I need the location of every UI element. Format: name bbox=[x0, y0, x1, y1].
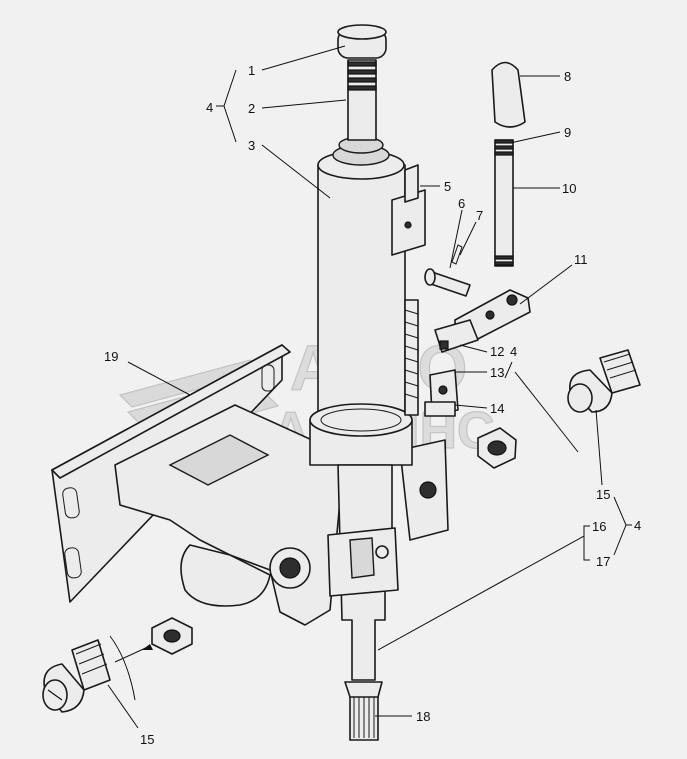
callout-5: 5 bbox=[444, 179, 451, 194]
callout-14: 14 bbox=[490, 401, 504, 416]
bracket-plate bbox=[391, 164, 426, 256]
top-knob-rod bbox=[337, 24, 387, 141]
callout-12: 12 bbox=[490, 344, 504, 359]
lock-parts bbox=[424, 319, 479, 417]
callout-8: 8 bbox=[564, 69, 571, 84]
callout-16: 16 bbox=[592, 519, 606, 534]
callout-11: 11 bbox=[574, 252, 588, 267]
bracket-left bbox=[109, 635, 136, 701]
callout-15-right: 15 bbox=[596, 487, 610, 502]
callout-19: 19 bbox=[104, 349, 118, 364]
callout-9: 9 bbox=[564, 125, 571, 140]
callout-4-bottom: 4 bbox=[634, 518, 641, 533]
callout-15-left: 15 bbox=[140, 732, 154, 747]
callout-1: 1 bbox=[248, 63, 255, 78]
castle-nut-right bbox=[477, 427, 517, 469]
callout-labels: 1 2 3 4 5 6 7 8 9 10 11 12 4 13 14 15 16… bbox=[104, 63, 641, 747]
callout-4-middle: 4 bbox=[510, 344, 517, 359]
callout-10: 10 bbox=[562, 181, 576, 196]
leader-lines bbox=[107, 45, 632, 729]
arrow-shaft bbox=[114, 645, 151, 663]
bolt-right bbox=[567, 349, 641, 413]
clevis-pin bbox=[424, 244, 471, 297]
callout-18: 18 bbox=[416, 709, 430, 724]
callout-7: 7 bbox=[476, 208, 483, 223]
bolt-left bbox=[42, 639, 111, 713]
lever-handle bbox=[491, 61, 526, 267]
lower-shaft bbox=[327, 464, 399, 741]
column-tube bbox=[309, 136, 419, 466]
callout-17: 17 bbox=[596, 554, 610, 569]
callout-13: 13 bbox=[490, 365, 504, 380]
callout-6: 6 bbox=[458, 196, 465, 211]
callout-2: 2 bbox=[248, 101, 255, 116]
callout-3: 3 bbox=[248, 138, 255, 153]
callout-4-top: 4 bbox=[206, 100, 213, 115]
castle-nut-left bbox=[151, 617, 193, 655]
